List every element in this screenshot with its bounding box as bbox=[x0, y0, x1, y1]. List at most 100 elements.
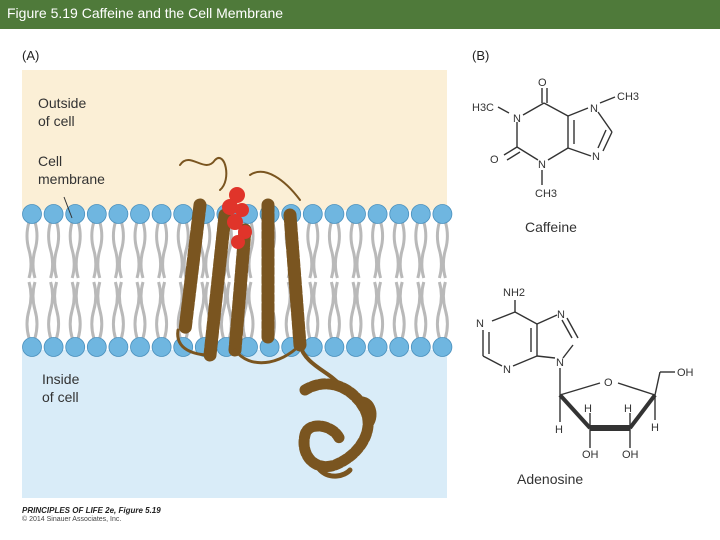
panel-b-label: (B) bbox=[472, 48, 490, 63]
lipid-head bbox=[324, 204, 345, 224]
caffeine-structure bbox=[497, 88, 616, 185]
outside-of-cell-label: Outside of cell bbox=[38, 95, 87, 129]
caffeine-me-bottom: CH3 bbox=[535, 188, 557, 200]
caffeine-o-top: O bbox=[538, 77, 547, 89]
lipid-tail bbox=[420, 281, 428, 339]
adenosine-n3: N bbox=[503, 364, 511, 376]
inside-region bbox=[22, 350, 447, 498]
lipid-tail bbox=[176, 221, 184, 279]
lipid-tail bbox=[333, 221, 341, 279]
caffeine-ligand bbox=[222, 187, 252, 249]
lipid-tail bbox=[74, 281, 82, 339]
lipid-tail bbox=[90, 281, 98, 339]
lipid-tail bbox=[392, 221, 400, 279]
lipid-tail bbox=[31, 221, 39, 279]
caffeine-o-left: O bbox=[490, 154, 499, 166]
adenosine-n9: N bbox=[556, 357, 564, 369]
lipid-tail bbox=[414, 281, 422, 339]
lipid-head bbox=[367, 204, 388, 224]
lipid-head bbox=[65, 204, 86, 224]
lipid-head bbox=[346, 337, 366, 357]
adenosine-oh-5: OH bbox=[677, 367, 694, 379]
lipid-tail bbox=[377, 281, 385, 339]
adenosine-name: Adenosine bbox=[517, 471, 584, 487]
lipid-tail bbox=[161, 221, 169, 279]
lipid-head bbox=[432, 204, 453, 224]
lipid-head bbox=[43, 204, 64, 224]
lipid-tail bbox=[139, 281, 147, 339]
panel-a-label: (A) bbox=[22, 48, 40, 63]
lipid-head bbox=[86, 204, 107, 224]
lipid-tail bbox=[225, 221, 233, 279]
footer-book: PRINCIPLES OF LIFE 2e, Figure 5.19 bbox=[22, 506, 161, 515]
lipid-head bbox=[302, 204, 323, 224]
receptor-protein bbox=[176, 157, 377, 479]
outside-region bbox=[22, 70, 447, 210]
lipid-tail bbox=[161, 281, 169, 339]
lipid-tail bbox=[241, 281, 249, 339]
lipid-tail bbox=[53, 221, 61, 279]
lipid-tail bbox=[441, 281, 449, 339]
caffeine-me-right: CH3 bbox=[617, 91, 639, 103]
lipid-tail bbox=[47, 281, 55, 339]
membrane-pointer bbox=[63, 196, 73, 219]
lipid-tail bbox=[349, 221, 357, 279]
lipid-tail bbox=[155, 221, 163, 279]
lipid-tail bbox=[96, 221, 104, 279]
lipid-tail bbox=[133, 281, 141, 339]
lipid-tail bbox=[435, 221, 443, 279]
adenosine-n1: N bbox=[476, 318, 484, 330]
lipid-tail bbox=[441, 221, 449, 279]
lipid-tail bbox=[111, 221, 119, 279]
lipid-tail bbox=[306, 221, 314, 279]
lipid-head bbox=[173, 204, 194, 224]
lipid-head bbox=[151, 204, 172, 224]
lipid-head bbox=[389, 337, 410, 357]
lipid-head bbox=[86, 337, 107, 357]
lipid-tail bbox=[312, 221, 320, 279]
lipid-head bbox=[410, 204, 431, 224]
adenosine-h-a: H bbox=[584, 403, 592, 415]
inside-of-cell-label: Inside of cell bbox=[42, 371, 80, 405]
lipid-head bbox=[324, 337, 345, 357]
caffeine-n1: N bbox=[513, 113, 521, 125]
lipid-tail bbox=[204, 221, 212, 279]
lipid-head bbox=[346, 204, 366, 224]
adenosine-h-d: H bbox=[651, 422, 659, 434]
lipid-tail bbox=[247, 281, 255, 339]
lipid-head bbox=[410, 337, 431, 357]
lipid-tail bbox=[349, 281, 357, 339]
lipid-tail bbox=[133, 221, 141, 279]
lipid-tail bbox=[355, 221, 363, 279]
adenosine-h-c: H bbox=[555, 424, 563, 436]
lipid-tail bbox=[327, 221, 335, 279]
lipid-tail bbox=[68, 281, 76, 339]
lipid-tail bbox=[90, 221, 98, 279]
lipid-tail bbox=[111, 281, 119, 339]
adenosine-n7: N bbox=[557, 309, 565, 321]
adenosine-nh2: NH2 bbox=[503, 287, 525, 299]
lipid-tail bbox=[312, 281, 320, 339]
caffeine-name: Caffeine bbox=[525, 219, 577, 235]
lipid-tail bbox=[96, 281, 104, 339]
lipid-head bbox=[432, 337, 453, 357]
lipid-tail bbox=[435, 281, 443, 339]
lipid-tail bbox=[371, 221, 379, 279]
lipid-tail bbox=[47, 221, 55, 279]
lipid-tail bbox=[219, 281, 227, 339]
lipid-tail bbox=[306, 281, 314, 339]
lipid-tail bbox=[117, 221, 125, 279]
lipid-head bbox=[367, 337, 388, 357]
lipid-tail bbox=[392, 281, 400, 339]
adenosine-o-ring: O bbox=[604, 377, 613, 389]
lipid-head bbox=[22, 337, 42, 357]
lipid-head bbox=[389, 204, 410, 224]
figure-title: Figure 5.19 Caffeine and the Cell Membra… bbox=[0, 0, 720, 29]
adenosine-h-b: H bbox=[624, 403, 632, 415]
adenosine-structure bbox=[482, 300, 675, 448]
lipid-tail bbox=[74, 221, 82, 279]
lipid-tail bbox=[68, 221, 76, 279]
lipid-head bbox=[108, 337, 129, 357]
lipid-tail bbox=[182, 221, 190, 279]
